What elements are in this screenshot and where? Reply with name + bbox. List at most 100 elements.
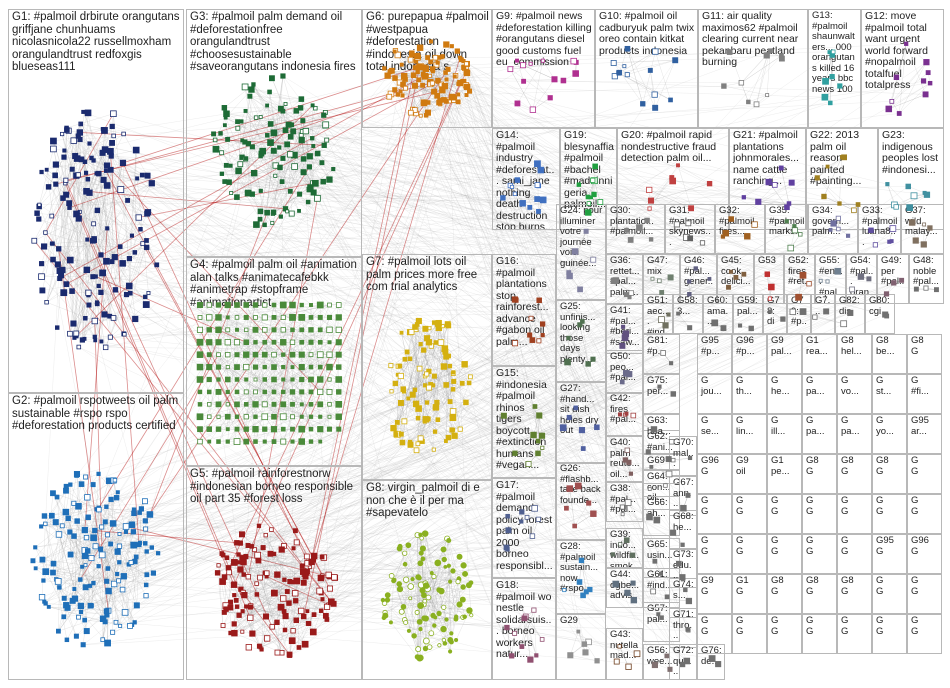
edge xyxy=(45,232,157,266)
node-g3 xyxy=(226,179,232,185)
node-g3 xyxy=(310,136,315,141)
edge xyxy=(246,556,307,607)
node-g4 xyxy=(235,327,239,332)
node-g2 xyxy=(90,534,97,542)
node-g2 xyxy=(83,474,89,480)
node-g46 xyxy=(693,266,698,271)
edge xyxy=(34,155,112,241)
node-g3 xyxy=(258,115,263,119)
edge xyxy=(209,379,293,405)
node-g10 xyxy=(610,59,617,66)
edge xyxy=(76,185,108,337)
edge xyxy=(58,583,94,632)
node-g7 xyxy=(412,400,420,408)
edge xyxy=(244,124,326,143)
node-g2 xyxy=(121,609,129,616)
node-g3 xyxy=(221,105,228,111)
node-g52 xyxy=(806,281,812,287)
node-g5 xyxy=(228,630,233,636)
edge xyxy=(410,598,470,611)
node-g8 xyxy=(421,592,427,599)
node-g5 xyxy=(256,523,262,528)
node-g3 xyxy=(235,125,241,131)
edge xyxy=(650,177,672,201)
node-g44 xyxy=(630,596,638,604)
node-g1 xyxy=(103,182,111,189)
edge xyxy=(67,530,95,608)
node-g4 xyxy=(271,389,277,395)
node-g6 xyxy=(456,81,461,87)
edge xyxy=(266,576,302,612)
node-g2 xyxy=(41,513,48,519)
edge xyxy=(246,317,256,355)
node-g8 xyxy=(437,643,442,648)
node-g5 xyxy=(267,550,274,557)
node-g4 xyxy=(262,426,268,432)
edge xyxy=(48,606,107,616)
edge xyxy=(511,186,538,200)
edge xyxy=(532,519,539,537)
edge xyxy=(70,228,893,261)
edge xyxy=(389,71,431,83)
node-g6 xyxy=(441,82,449,90)
edge xyxy=(401,332,470,384)
edge xyxy=(82,339,669,460)
node-g3 xyxy=(211,131,217,137)
node-g11 xyxy=(763,52,770,59)
node-g16 xyxy=(536,297,542,304)
node-g7 xyxy=(397,372,404,380)
edge xyxy=(138,217,509,531)
node-g52 xyxy=(795,293,802,301)
node-g14 xyxy=(537,166,545,174)
edge xyxy=(245,556,266,574)
node-g2 xyxy=(112,477,118,483)
edge xyxy=(525,616,537,656)
edge xyxy=(283,317,293,355)
edge xyxy=(401,64,417,114)
edge xyxy=(432,68,459,85)
edge xyxy=(695,268,710,280)
edge xyxy=(511,184,538,188)
node-g61 xyxy=(664,594,670,600)
edge xyxy=(888,83,931,110)
edge xyxy=(259,75,284,220)
node-g22 xyxy=(821,193,827,200)
node-g13 xyxy=(821,93,829,101)
node-g4 xyxy=(308,389,314,395)
edge xyxy=(451,578,460,642)
edge xyxy=(46,139,81,303)
edge xyxy=(417,55,443,91)
edge xyxy=(281,573,308,653)
edge xyxy=(270,142,310,157)
node-g36 xyxy=(628,290,634,296)
node-g2 xyxy=(110,580,118,588)
node-g7 xyxy=(459,380,465,386)
edge xyxy=(272,167,281,214)
node-g4 xyxy=(280,314,286,320)
edge xyxy=(209,342,256,393)
node-g7 xyxy=(434,399,440,406)
edge xyxy=(46,159,82,303)
node-g35 xyxy=(787,244,795,252)
node-g2 xyxy=(74,518,80,524)
edge xyxy=(122,162,688,630)
edge xyxy=(888,62,927,110)
node-g34 xyxy=(845,233,851,238)
node-g4 xyxy=(289,301,296,309)
edge xyxy=(891,43,907,102)
node-g8 xyxy=(422,582,430,589)
node-g4 xyxy=(234,364,240,370)
edge xyxy=(525,616,531,660)
node-g3 xyxy=(290,128,297,135)
edge xyxy=(252,623,310,634)
edge xyxy=(123,576,137,606)
node-g8 xyxy=(460,584,466,590)
node-g3 xyxy=(228,163,233,168)
edge xyxy=(218,545,284,566)
node-g6 xyxy=(420,99,428,107)
node-g7 xyxy=(406,396,411,401)
node-g4 xyxy=(281,377,286,382)
edge xyxy=(78,218,110,317)
node-g6 xyxy=(392,49,397,54)
node-g12 xyxy=(923,59,930,66)
